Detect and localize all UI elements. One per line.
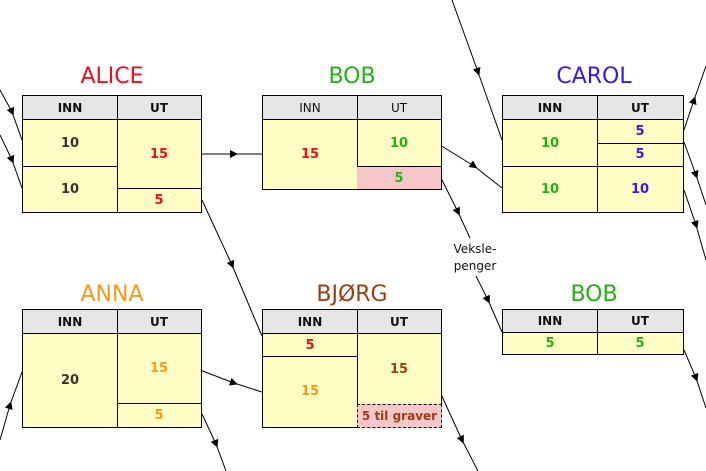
anna-ut-2: 5 bbox=[154, 407, 164, 423]
bjorg-title: BJØRG bbox=[316, 282, 388, 307]
arrow-bob-to-carol bbox=[439, 144, 503, 189]
bob2-header-ut: UT bbox=[597, 310, 683, 333]
anna-table: INN UT 20 15 5 bbox=[22, 309, 202, 428]
bob2-inn-1: 5 bbox=[545, 336, 555, 351]
bjorg-inn-1: 5 bbox=[305, 337, 315, 353]
carol-inn-2: 10 bbox=[540, 181, 560, 197]
bob-ut-2: 5 bbox=[357, 166, 441, 189]
anna-header-ut: UT bbox=[117, 310, 201, 334]
arrow-alice-to-bjorg bbox=[201, 199, 263, 337]
arrow-anna-out bbox=[201, 413, 227, 471]
bob-ut-1: 10 bbox=[389, 135, 409, 151]
anna-header-inn: INN bbox=[23, 310, 117, 334]
note-line-2: penger bbox=[453, 259, 497, 273]
alice-inn-2: 10 bbox=[60, 181, 80, 197]
bob-title: BOB bbox=[328, 64, 376, 89]
arrow-into-alice-1 bbox=[0, 89, 23, 141]
anna-ut-1: 15 bbox=[149, 361, 169, 376]
bob-header-inn: INN bbox=[263, 96, 357, 120]
bob2-title: BOB bbox=[570, 282, 618, 307]
bob2-header-inn: INN bbox=[503, 310, 597, 333]
alice-title: ALICE bbox=[80, 64, 144, 89]
bob-table: INN UT 15 10 5 bbox=[262, 95, 442, 190]
bob2-table: INN UT 5 5 bbox=[502, 309, 684, 355]
arrow-bob2-out bbox=[683, 349, 706, 409]
anna-title: ANNA bbox=[80, 282, 144, 307]
carol-title: CAROL bbox=[556, 64, 632, 89]
arrow-into-carol bbox=[451, 0, 503, 141]
alice-ut-1: 15 bbox=[149, 146, 169, 162]
arrow-bob-change-2 bbox=[475, 275, 503, 333]
bjorg-inn-2: 15 bbox=[300, 384, 320, 399]
bob-header-ut: UT bbox=[357, 96, 441, 120]
arrow-carol-out-1 bbox=[683, 65, 706, 131]
alice-header-inn: INN bbox=[23, 96, 117, 120]
carol-ut-3: 10 bbox=[630, 181, 650, 197]
arrow-bjorg-out bbox=[439, 391, 479, 471]
note-line-1: Veksle- bbox=[453, 242, 497, 256]
arrow-carol-out-2 bbox=[683, 141, 706, 206]
arrow-into-alice-2 bbox=[0, 134, 23, 189]
carol-ut-2: 5 bbox=[635, 147, 645, 162]
bjorg-table: INN UT 5 15 15 5 til graver bbox=[262, 309, 442, 428]
arrow-carol-out-3 bbox=[683, 189, 706, 261]
bjorg-ut-1: 15 bbox=[389, 361, 409, 377]
alice-inn-1: 10 bbox=[60, 135, 80, 151]
bob-inn-1: 15 bbox=[300, 147, 320, 162]
bjorg-ut-2: 5 til graver bbox=[357, 404, 442, 428]
arrow-anna-to-bjorg bbox=[199, 369, 263, 393]
anna-inn-1: 20 bbox=[60, 373, 80, 388]
carol-table: INN UT 10 10 5 5 10 bbox=[502, 95, 684, 213]
arrow-into-anna bbox=[0, 371, 23, 441]
alice-table: INN UT 10 10 15 5 bbox=[22, 95, 202, 213]
carol-header-ut: UT bbox=[597, 96, 683, 120]
vekslepenger-note: Veksle- penger bbox=[446, 241, 504, 275]
bjorg-header-ut: UT bbox=[357, 310, 441, 334]
carol-inn-1: 10 bbox=[540, 135, 560, 151]
carol-ut-1: 5 bbox=[635, 124, 645, 139]
carol-header-inn: INN bbox=[503, 96, 597, 120]
bjorg-header-inn: INN bbox=[263, 310, 357, 334]
alice-header-ut: UT bbox=[117, 96, 201, 120]
alice-ut-2: 5 bbox=[154, 192, 164, 208]
bob2-ut-1: 5 bbox=[635, 336, 645, 351]
arrow-bob-change bbox=[439, 175, 471, 239]
